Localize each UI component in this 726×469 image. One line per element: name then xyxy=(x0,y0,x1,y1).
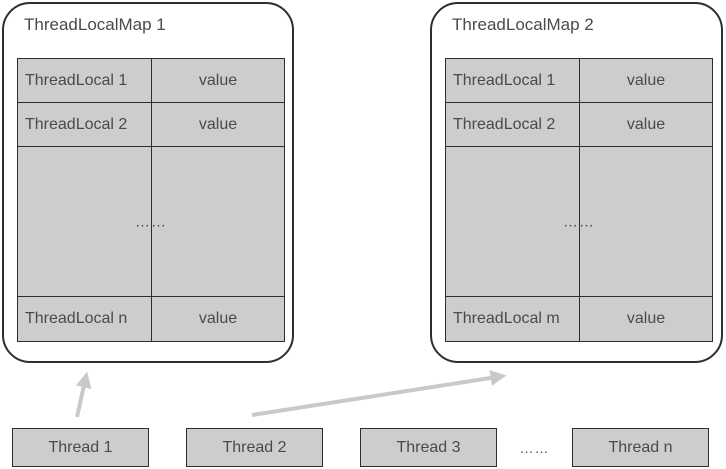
thread-2-label: Thread 2 xyxy=(222,438,287,456)
value-cell: value xyxy=(626,115,666,133)
threads-ellipsis: …… xyxy=(519,439,550,456)
table-row: ThreadLocal m value xyxy=(446,297,712,341)
thread-n-box: Thread n xyxy=(572,428,709,467)
threadlocal-key-cell: ThreadLocal 2 xyxy=(446,103,581,146)
ellipsis-row: …… xyxy=(446,147,712,297)
threadlocalmap-1-title: ThreadLocalMap 1 xyxy=(24,15,166,34)
value-cell: value xyxy=(198,71,238,89)
threadlocalmap-1-table: ThreadLocal 1 value ThreadLocal 2 value … xyxy=(17,58,285,342)
table-row: ThreadLocal 2 value xyxy=(18,103,284,147)
ellipsis-text: …… xyxy=(135,213,167,230)
threadlocalmap-2-box: ThreadLocalMap 2 ThreadLocal 1 value Thr… xyxy=(430,2,723,363)
threadlocal-key-cell: ThreadLocal n xyxy=(18,297,153,341)
thread-3-box: Thread 3 xyxy=(360,428,497,467)
threadlocalmap-2-title: ThreadLocalMap 2 xyxy=(452,15,594,34)
arrow-thread2-to-map2 xyxy=(251,370,507,417)
ellipsis-row: …… xyxy=(18,147,284,297)
empty-key-cell xyxy=(446,147,581,296)
thread-1-label: Thread 1 xyxy=(48,438,113,456)
value-cell: value xyxy=(198,115,238,133)
thread-3-label: Thread 3 xyxy=(396,438,461,456)
thread-2-box: Thread 2 xyxy=(186,428,323,467)
arrow-thread1-to-map1 xyxy=(75,371,92,418)
thread-n-label: Thread n xyxy=(608,438,673,456)
value-cell: value xyxy=(198,310,238,327)
value-cell: value xyxy=(626,71,666,89)
threadlocal-key-cell: ThreadLocal 1 xyxy=(18,59,153,102)
table-row: ThreadLocal 1 value xyxy=(18,59,284,103)
table-row: ThreadLocal n value xyxy=(18,297,284,341)
threadlocalmap-2-table: ThreadLocal 1 value ThreadLocal 2 value … xyxy=(445,58,713,342)
table-row: ThreadLocal 1 value xyxy=(446,59,712,103)
ellipsis-text: …… xyxy=(563,213,595,230)
value-cell: value xyxy=(626,310,666,327)
thread-1-box: Thread 1 xyxy=(12,428,149,467)
table-row: ThreadLocal 2 value xyxy=(446,103,712,147)
threadlocal-key-cell: ThreadLocal 2 xyxy=(18,103,153,146)
threadlocal-key-cell: ThreadLocal m xyxy=(446,297,581,341)
empty-key-cell xyxy=(18,147,153,296)
threadlocal-key-cell: ThreadLocal 1 xyxy=(446,59,581,102)
threadlocalmap-1-box: ThreadLocalMap 1 ThreadLocal 1 value Thr… xyxy=(2,2,294,363)
